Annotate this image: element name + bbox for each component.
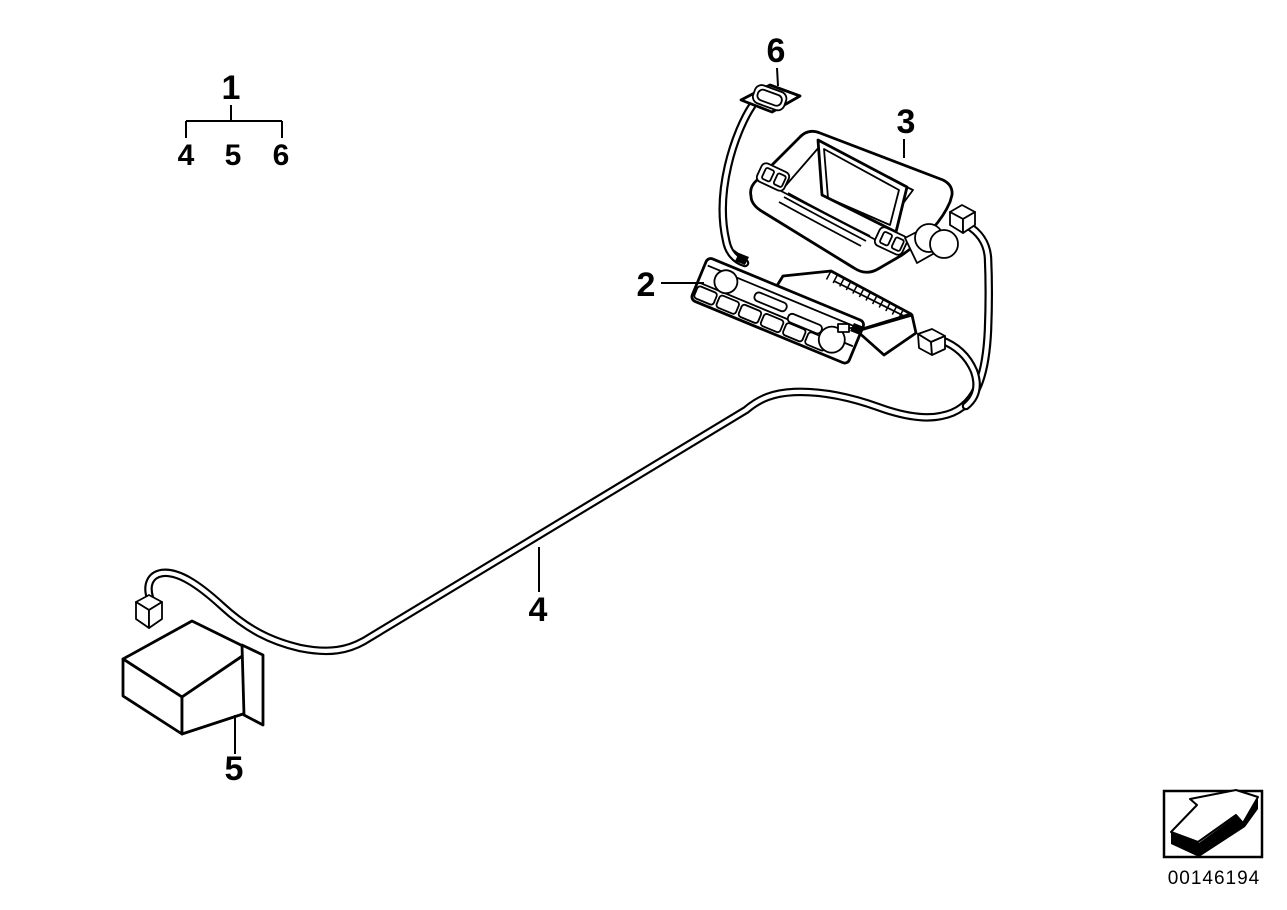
direction-arrow-icon [1170, 789, 1259, 857]
display-left-pad [755, 162, 791, 192]
legend-member-6: 6 [273, 139, 290, 172]
radio-clip-right [837, 323, 864, 335]
legend-member-4: 4 [178, 139, 195, 172]
radio-connector [917, 328, 946, 356]
radio-chassis-side [855, 313, 918, 357]
module-flange [240, 643, 265, 727]
legend-group: 1 4 5 6 [178, 69, 290, 172]
callout-2: 2 [637, 266, 704, 304]
module-connector [135, 594, 163, 629]
callout-5: 5 [225, 715, 244, 788]
callout-6-leader [776, 67, 779, 87]
catalog-stamp: 00146194 [1162, 789, 1264, 889]
legend-bracket [185, 105, 283, 138]
callout-6-label: 6 [767, 32, 786, 70]
display-connector [949, 204, 976, 234]
callout-2-label: 2 [637, 266, 656, 304]
legend-label-1: 1 [222, 69, 241, 107]
display-bottom-pad [873, 226, 909, 256]
radio-clip-left [732, 249, 749, 265]
callout-4-label: 4 [529, 591, 548, 629]
control-module-part [121, 619, 265, 736]
control-panel-unit [690, 249, 918, 365]
part-number-text: 00146194 [1168, 868, 1261, 889]
radio-knob-right [817, 325, 846, 354]
callout-3: 3 [897, 103, 916, 158]
wiring-harness [144, 101, 993, 656]
radio-front-panel [690, 257, 865, 365]
callout-5-label: 5 [225, 750, 244, 788]
radio-knob-left [713, 269, 739, 295]
display-knob [929, 229, 959, 259]
antenna-connector-part [739, 83, 802, 114]
callout-6: 6 [767, 32, 786, 87]
callout-3-label: 3 [897, 103, 916, 141]
callout-4: 4 [529, 547, 548, 629]
display-tray-lines [778, 192, 871, 247]
display-screen-inner [823, 148, 900, 226]
display-unit [749, 129, 959, 274]
legend-member-5: 5 [225, 139, 242, 172]
radio-chassis-hatching [825, 270, 911, 322]
